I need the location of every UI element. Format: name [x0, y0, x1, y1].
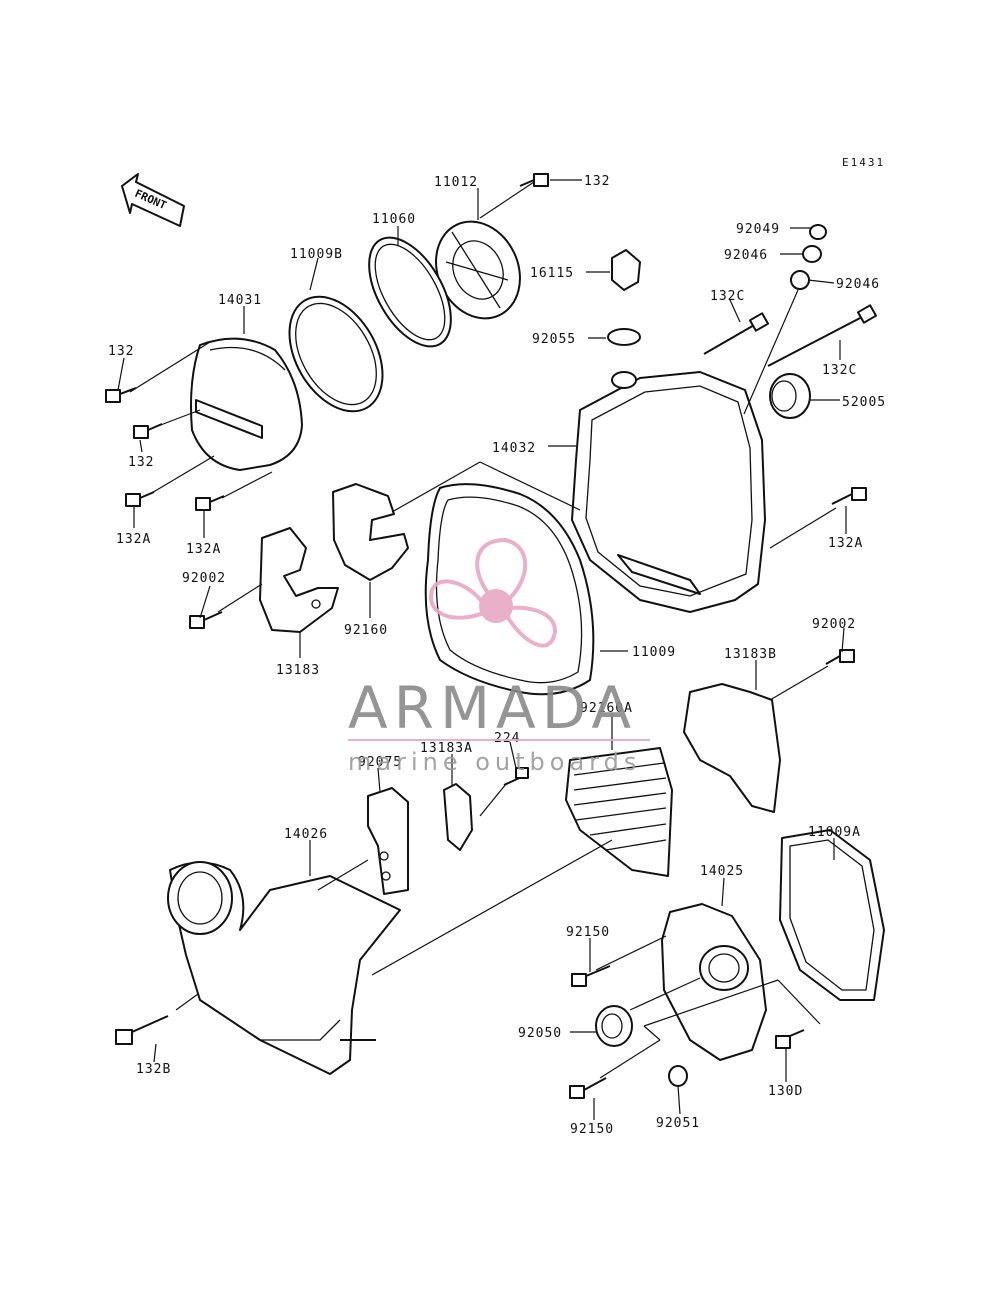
part-labels: 11012 132 11060 11009B 14031 132 132 132… [108, 174, 886, 1137]
label-224: 224 [494, 731, 520, 746]
part-92049-92046-bushings [790, 224, 827, 290]
part-11009B-gasket [288, 295, 384, 413]
label-14025: 14025 [700, 864, 744, 879]
label-92150-b: 92150 [570, 1122, 614, 1137]
label-132-left: 132 [108, 344, 134, 359]
label-132A-left: 132A [116, 532, 151, 547]
part-11009-gasket [424, 483, 595, 696]
label-11060: 11060 [372, 212, 416, 227]
label-11012: 11012 [434, 175, 478, 190]
label-14032: 14032 [492, 441, 536, 456]
diagram-code: E1431 [842, 156, 885, 169]
part-132C-bolts [703, 304, 878, 367]
part-92075-block [367, 787, 409, 895]
part-92055-o-ring [607, 328, 641, 346]
part-13183A-plate [443, 783, 473, 851]
label-14031: 14031 [218, 293, 262, 308]
assembly-lines [129, 181, 837, 1079]
label-132A-right: 132A [828, 536, 863, 551]
label-92051: 92051 [656, 1116, 700, 1131]
part-16115-plug [611, 249, 641, 291]
label-92002-right: 92002 [812, 617, 856, 632]
watermark-brand: ARMADA [348, 674, 637, 742]
part-14031-cover [190, 337, 303, 471]
label-92150-a: 92150 [566, 925, 610, 940]
part-13183B-plate [683, 683, 781, 813]
label-11009A: 11009A [808, 825, 861, 840]
part-52005-bushing [769, 373, 811, 419]
label-leaders [117, 179, 847, 1120]
part-11060-gasket [368, 236, 452, 348]
label-132-mid: 132 [128, 455, 154, 470]
part-11009A-gasket [779, 829, 885, 1001]
label-52005: 52005 [842, 395, 886, 410]
part-13183-plate [259, 527, 339, 633]
label-132-top: 132 [584, 174, 610, 189]
watermark-tagline: marine outboards [348, 748, 641, 776]
label-13183B: 13183B [724, 647, 777, 662]
label-13183: 13183 [276, 663, 320, 678]
label-92055: 92055 [532, 332, 576, 347]
propeller-logo-icon [428, 537, 558, 648]
label-92075: 92075 [358, 755, 402, 770]
part-92160-bracket [332, 483, 409, 581]
label-92160A: 92160A [580, 701, 633, 716]
label-92049: 92049 [736, 222, 780, 237]
label-92002-left: 92002 [182, 571, 226, 586]
part-92160A-fin [565, 747, 673, 877]
label-92160: 92160 [344, 623, 388, 638]
label-16115: 16115 [530, 266, 574, 281]
label-13183A: 13183A [420, 741, 473, 756]
part-92050-oil-seal [595, 1005, 633, 1047]
part-14032-crankcase-cover [571, 371, 766, 613]
armada-watermark: ARMADA marine outboards [348, 537, 650, 776]
label-132A-mid: 132A [186, 542, 221, 557]
part-14026-cover [167, 861, 401, 1075]
label-130D: 130D [768, 1084, 803, 1099]
label-14026: 14026 [284, 827, 328, 842]
label-132C-b: 132C [822, 363, 857, 378]
bolts-group [105, 173, 867, 1099]
part-14025-cover [661, 903, 767, 1061]
label-132B: 132B [136, 1062, 171, 1077]
label-11009: 11009 [632, 645, 676, 660]
label-92046-a: 92046 [724, 248, 768, 263]
label-11009B: 11009B [290, 247, 343, 262]
label-132C-a: 132C [710, 289, 745, 304]
part-92051-seal [668, 1065, 688, 1087]
front-arrow-icon: FRONT [121, 173, 185, 227]
label-92046-b: 92046 [836, 277, 880, 292]
label-92050: 92050 [518, 1026, 562, 1041]
part-11012-cap [435, 220, 521, 320]
